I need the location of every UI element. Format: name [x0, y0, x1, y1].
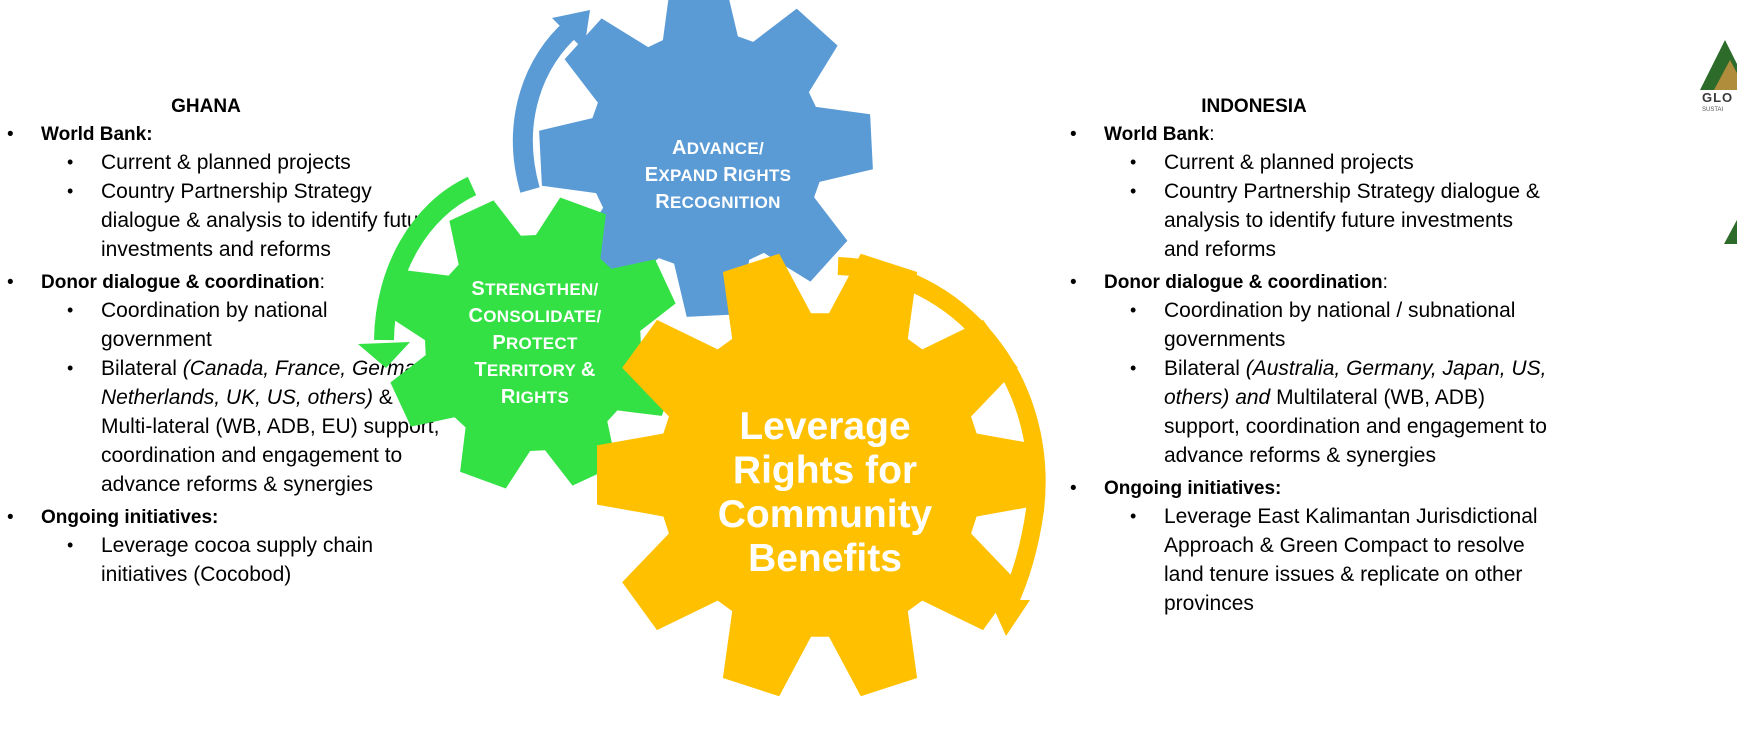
- bullet-icon: •: [1070, 124, 1077, 145]
- gear-label-line: Rights for: [732, 449, 918, 492]
- gear-label-line: ADVANCE/: [671, 137, 765, 159]
- bullet-label: World Bank: [1104, 124, 1210, 145]
- sub-bullet-item: • Bilateral (Australia, Germany, Japan, U…: [1130, 354, 1554, 470]
- bullet-label: Donor dialogue & coordination: [41, 272, 320, 293]
- sub-bullet-icon: •: [1130, 300, 1137, 320]
- bullet-item: • World Bank:: [1070, 122, 1554, 148]
- sub-bullet-line: Bilateral (Canada, France, Germany,: [101, 357, 443, 380]
- logo-secondary-icon: [1722, 210, 1737, 250]
- orange-cycle-arrow: [837, 257, 1046, 636]
- gear-label-line: EXPAND RIGHTS: [644, 164, 792, 186]
- gear-label-line: STRENGTHEN/: [471, 278, 599, 300]
- bullet-label: Donor dialogue & coordination: [1104, 272, 1383, 293]
- indonesia-title: INDONESIA: [1201, 96, 1307, 117]
- sub-bullet-line: Netherlands, UK, US, others) &: [101, 386, 393, 409]
- bullet-label-suffix: :: [319, 272, 325, 293]
- blue-gear-label: ADVANCE/EXPAND RIGHTS RECOGNITION: [618, 135, 818, 216]
- sub-bullet-item: • Country Partnership Strategy dialogue &…: [1130, 177, 1554, 264]
- gear-label-line: Leverage: [739, 405, 911, 448]
- bullet-icon: •: [7, 507, 14, 528]
- bullet-icon: •: [1070, 478, 1077, 499]
- bullet-label-suffix: :: [1382, 272, 1388, 293]
- logo: GLO SUSTAI: [1690, 20, 1737, 120]
- bullet-label: Ongoing initiatives:: [1104, 478, 1282, 499]
- sub-bullet-line: investments and reforms: [101, 238, 331, 261]
- sub-bullet-icon: •: [67, 535, 74, 555]
- gear-label-line: RIGHTS: [500, 386, 570, 408]
- bullet-label-suffix: :: [1209, 124, 1215, 145]
- bullet-icon: •: [1070, 272, 1077, 293]
- sub-bullet-icon: •: [1130, 358, 1137, 378]
- sub-bullet-line: advance reforms & synergies: [101, 473, 373, 496]
- bullet-label: Ongoing initiatives:: [41, 507, 219, 528]
- sub-bullet-icon: •: [67, 152, 74, 172]
- bullet-item: • Ongoing initiatives:: [7, 505, 461, 531]
- bullet-item: • Donor dialogue & coordination:: [1070, 270, 1554, 296]
- sub-bullet-item: • Coordination by national / subnational g…: [1130, 296, 1554, 354]
- sub-bullet-line: government: [101, 328, 212, 351]
- gear-label-line: RECOGNITION: [655, 191, 781, 213]
- sub-bullet-line: Current & planned projects: [101, 151, 351, 174]
- gear-label-line: CONSOLIDATE/: [468, 305, 602, 327]
- sub-bullet-icon: •: [1130, 152, 1137, 172]
- sub-bullet-line: Coordination by national: [101, 299, 328, 322]
- sub-bullet-icon: •: [1130, 181, 1137, 201]
- sub-bullet-line: Coordination by national / subnational: [1164, 299, 1516, 322]
- bullet-item: • World Bank:: [7, 122, 461, 148]
- green-gear: [387, 197, 679, 489]
- sub-bullet-line: Approach & Green Compact to resolve: [1164, 534, 1525, 557]
- ghana-panel: GHANA • World Bank: • Current & planned pro…: [7, 96, 461, 589]
- gear-label-line: Benefits: [748, 537, 902, 580]
- sub-bullet-line: initiatives (Cocobod): [101, 563, 292, 586]
- sub-bullet-item: • Current & planned projects: [67, 148, 461, 177]
- sub-bullet-line: analysis to identify future investments: [1164, 209, 1514, 232]
- indonesia-panel: INDONESIA • World Bank: • Current & planned…: [1070, 96, 1554, 618]
- sub-bullet-line: Leverage cocoa supply chain: [101, 534, 374, 557]
- sub-bullet-line: Country Partnership Strategy dialogue &: [1164, 180, 1540, 203]
- sub-bullet-line: Leverage East Kalimantan Jurisdictional: [1164, 505, 1538, 528]
- sub-bullet-line: Multi-lateral (WB, ADB, EU) support,: [101, 415, 440, 438]
- sub-bullet-icon: •: [67, 181, 74, 201]
- gear-label-line: PROTECT: [492, 332, 578, 354]
- sub-bullet-item: • Leverage cocoa supply chain initiatives …: [67, 531, 461, 589]
- sub-bullet-line: advance reforms & synergies: [1164, 444, 1436, 467]
- sub-bullet-item: • Current & planned projects: [1130, 148, 1554, 177]
- sub-bullet-line: coordination and engagement to: [101, 444, 403, 467]
- sub-bullet-item: • Bilateral (Canada, France, Germany, Neth…: [67, 354, 461, 499]
- logo-text: GLO: [1702, 90, 1734, 105]
- sub-bullet-line: Current & planned projects: [1164, 151, 1414, 174]
- sub-bullet-line: others) and Multilateral (WB, ADB): [1164, 386, 1485, 409]
- blue-cycle-arrow: [513, 10, 590, 193]
- sub-bullet-line: support, coordination and engagement to: [1164, 415, 1547, 438]
- logo-subtext: SUSTAI: [1702, 107, 1724, 113]
- sub-bullet-icon: •: [1130, 506, 1137, 526]
- sub-bullet-icon: •: [67, 358, 74, 378]
- sub-bullet-line: Bilateral (Australia, Germany, Japan, US…: [1164, 357, 1547, 380]
- gear-label-line: Community: [717, 493, 933, 536]
- logo-mark-icon: [1700, 40, 1737, 90]
- green-gear-label: STRENGTHEN/CONSOLIDATE/PROTECT TERRITORY …: [445, 276, 625, 411]
- gear-label-line: TERRITORY &: [474, 359, 596, 381]
- sub-bullet-line: provinces: [1164, 592, 1254, 615]
- sub-bullet-icon: •: [67, 300, 74, 320]
- sub-bullet-line: land tenure issues & replicate on other: [1164, 563, 1523, 586]
- sub-bullet-line: dialogue & analysis to identify future: [101, 209, 438, 232]
- sub-bullet-item: • Country Partnership Strategy dialogue & …: [67, 177, 461, 264]
- sub-bullet-line: and reforms: [1164, 238, 1277, 261]
- orange-gear: [597, 253, 1043, 697]
- bullet-item: • Ongoing initiatives:: [1070, 476, 1554, 502]
- bullet-icon: •: [7, 124, 14, 145]
- sub-bullet-item: • Coordination by national government: [67, 296, 461, 354]
- blue-gear: [539, 0, 873, 317]
- bullet-item: • Donor dialogue & coordination:: [7, 270, 461, 296]
- sub-bullet-line: Country Partnership Strategy: [101, 180, 372, 203]
- green-cycle-arrow: [358, 176, 477, 368]
- bullet-icon: •: [7, 272, 14, 293]
- sub-bullet-line: governments: [1164, 328, 1286, 351]
- sub-bullet-item: • Leverage East Kalimantan Jurisdictional…: [1130, 502, 1554, 618]
- bullet-label: World Bank:: [41, 124, 153, 145]
- ghana-title: GHANA: [171, 96, 241, 117]
